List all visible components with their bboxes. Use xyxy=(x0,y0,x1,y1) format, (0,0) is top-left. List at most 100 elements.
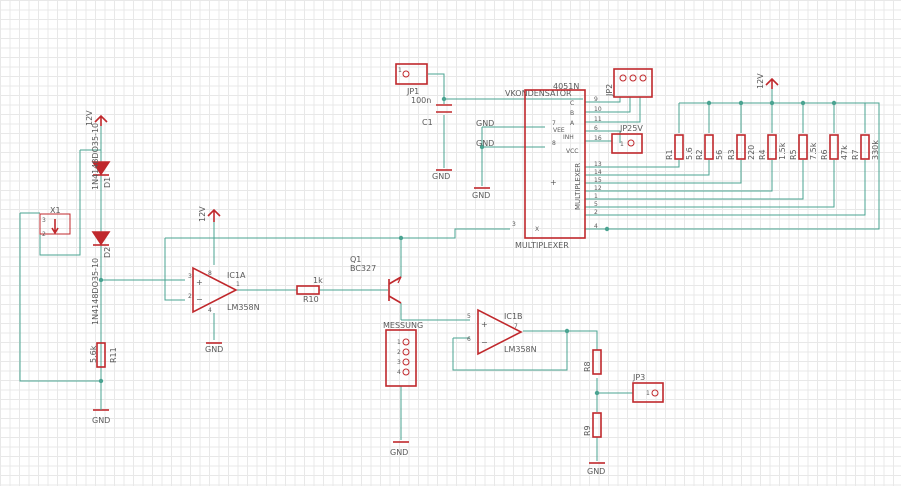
jp2-label: JP2 xyxy=(605,84,614,97)
resistor-r8: R8 xyxy=(583,349,602,375)
svg-text:1: 1 xyxy=(398,67,402,74)
svg-text:4: 4 xyxy=(397,369,401,376)
mux-value: 4051N xyxy=(553,82,579,91)
svg-text:6: 6 xyxy=(594,125,598,132)
svg-text:+: + xyxy=(196,278,203,287)
c1-label: C1 xyxy=(422,118,433,127)
r10-value: 1k xyxy=(313,276,323,285)
svg-text:2: 2 xyxy=(42,231,46,238)
jp3-label: JP3 xyxy=(632,373,645,382)
svg-text:14: 14 xyxy=(594,169,602,176)
gnd-label: GND xyxy=(472,191,490,200)
svg-text:C: C xyxy=(570,100,574,107)
svg-text:16: 16 xyxy=(594,135,602,142)
connector-jp3: 1 JP3 xyxy=(632,373,664,403)
gnd-net-label-1: GND xyxy=(476,119,494,128)
capacitor-c1: 100n C1 xyxy=(411,96,452,127)
connector-messung: MESSUNG 1 2 3 4 xyxy=(383,321,423,387)
mux-name: MULTIPLEXER xyxy=(515,241,569,250)
svg-text:R3: R3 xyxy=(727,149,736,160)
junctions xyxy=(98,96,837,396)
q1-value: BC327 xyxy=(350,264,376,273)
gnd-symbol-left: GND xyxy=(92,398,110,425)
gnd-net-label-2: GND xyxy=(476,139,494,148)
gnd-symbol-messung: GND xyxy=(390,441,409,457)
svg-text:11: 11 xyxy=(594,116,602,123)
mux-pin-vee: VEE xyxy=(553,127,565,134)
wires xyxy=(19,73,880,461)
transistor-q1: Q1 BC327 xyxy=(350,255,402,304)
svg-text:15: 15 xyxy=(594,177,602,184)
svg-text:7.5k: 7.5k xyxy=(809,142,818,160)
gnd-symbol-mux: GND xyxy=(472,187,490,200)
svg-text:12: 12 xyxy=(594,185,602,192)
svg-text:9: 9 xyxy=(594,96,598,103)
svg-text:3: 3 xyxy=(188,273,192,280)
svg-text:VCC: VCC xyxy=(566,148,578,155)
resistor-r4: R4 1.5k xyxy=(758,134,787,160)
gnd-label: GND xyxy=(390,448,408,457)
d2-label: D2 xyxy=(103,247,112,258)
resistor-r11: R11 5.6k xyxy=(89,342,118,368)
svg-text:R4: R4 xyxy=(758,149,767,160)
svg-text:2: 2 xyxy=(188,293,192,300)
connector-x1: X1 3 2 xyxy=(39,206,71,238)
resistor-r9: R9 xyxy=(583,412,602,438)
opamp-ic1b: + − 5 6 7 IC1B LM358N xyxy=(467,308,537,356)
svg-text:1: 1 xyxy=(236,281,240,288)
svg-text:3: 3 xyxy=(397,359,401,366)
ic1b-label: IC1B xyxy=(504,312,523,321)
gnd-symbol-ic1a: GND xyxy=(205,342,223,354)
ic1b-value: LM358N xyxy=(504,345,537,354)
d1-value: 1N4148DO35-10 xyxy=(91,123,100,190)
svg-text:4: 4 xyxy=(208,307,212,314)
gnd-label: GND xyxy=(205,345,223,354)
connector-p25v: 1 JP25V xyxy=(611,124,643,154)
svg-text:5: 5 xyxy=(594,201,598,208)
svg-text:10: 10 xyxy=(594,106,602,113)
opamp-ic1a: + − 3 2 8 4 1 IC1A LM358N xyxy=(188,266,260,314)
svg-text:1: 1 xyxy=(620,141,624,148)
resistor-r10: 1k R10 xyxy=(296,276,323,304)
svg-text:B: B xyxy=(570,110,574,117)
messung-label: MESSUNG xyxy=(383,321,423,330)
vcc-symbol-left: 12V xyxy=(85,110,108,126)
svg-text:1: 1 xyxy=(397,339,401,346)
vkondensator-label: VKONDENSATOR xyxy=(505,89,572,98)
svg-text:R1: R1 xyxy=(665,149,674,160)
r11-value: 5.6k xyxy=(89,345,98,363)
vcc-label: 12V xyxy=(756,73,765,89)
connector-jp2: JP2 xyxy=(605,68,653,98)
svg-text:R2: R2 xyxy=(695,149,704,160)
mux-name-vertical: MULTIPLEXER xyxy=(574,163,582,210)
d2-value: 1N4148DO35-10 xyxy=(91,258,100,325)
svg-text:220: 220 xyxy=(747,145,756,160)
r9-label: R9 xyxy=(583,425,592,436)
gnd-label: GND xyxy=(92,416,110,425)
svg-text:+: + xyxy=(481,320,488,329)
d1-label: D1 xyxy=(103,177,112,188)
r10-label: R10 xyxy=(303,295,319,304)
r11-label: R11 xyxy=(109,347,118,363)
svg-text:2: 2 xyxy=(594,209,598,216)
multiplexer-4051: 4051N MULTIPLEXER + VEE INH X 7 8 3 MULT… xyxy=(512,82,602,250)
svg-text:R7: R7 xyxy=(851,149,860,160)
svg-text:330k: 330k xyxy=(871,140,880,160)
vcc-label: 12V xyxy=(85,110,94,126)
mux-pin-x: X xyxy=(535,226,539,233)
resistor-r7: R7 330k xyxy=(851,134,880,160)
svg-text:13: 13 xyxy=(594,161,602,168)
c1-value: 100n xyxy=(411,96,431,105)
q1-label: Q1 xyxy=(350,255,361,264)
svg-text:6: 6 xyxy=(467,336,471,343)
svg-text:47k: 47k xyxy=(840,145,849,160)
resistor-r5: R5 7.5k xyxy=(789,134,818,160)
resistor-r6: R6 47k xyxy=(820,134,849,160)
svg-text:A: A xyxy=(570,120,575,127)
gnd-label: GND xyxy=(432,172,450,181)
svg-text:7: 7 xyxy=(514,323,518,330)
svg-text:3: 3 xyxy=(42,217,46,224)
ic1a-value: LM358N xyxy=(227,303,260,312)
svg-text:2: 2 xyxy=(397,349,401,356)
